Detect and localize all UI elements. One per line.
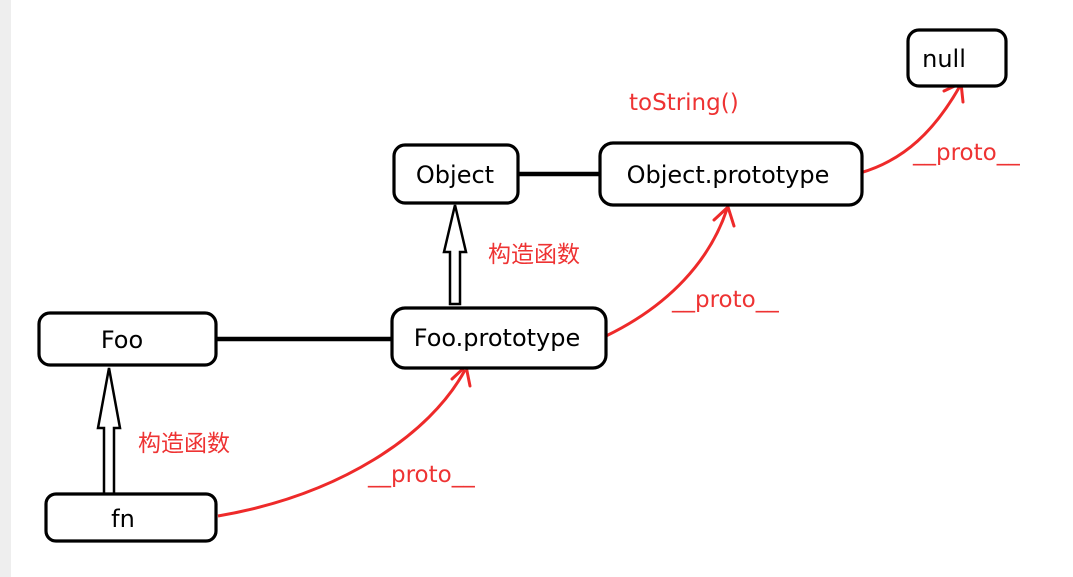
constructor-label-object: 构造函数	[488, 242, 580, 268]
constructor-arrow-fn-to-foo	[96, 367, 122, 496]
node-foo-label: Foo	[101, 326, 143, 354]
proto-arrowhead-object-prototype	[712, 204, 736, 228]
proto-label-fn-to-foo: __proto__	[367, 462, 475, 488]
proto-label-object-to-null: __proto__	[912, 140, 1020, 166]
node-fn-box	[44, 492, 218, 543]
node-foo-prototype-box	[390, 306, 608, 370]
node-foo: Foo	[37, 311, 218, 367]
node-object-box	[392, 143, 520, 205]
node-object: Object	[392, 143, 520, 205]
to-string-label: toString()	[629, 90, 739, 116]
node-foo-prototype-label: Foo.prototype	[414, 324, 581, 352]
node-fn: fn	[44, 492, 218, 543]
proto-curve-foo-prototype-to-object-prototype	[605, 208, 729, 338]
node-object-label: Object	[416, 161, 494, 189]
proto-curve-object-prototype-to-null	[859, 85, 962, 175]
node-foo-box	[37, 311, 218, 367]
left-edge-strip	[0, 0, 11, 577]
node-fn-label: fn	[111, 505, 135, 533]
proto-curve-fn-to-foo-prototype	[217, 369, 467, 518]
node-object-prototype-label: Object.prototype	[627, 161, 830, 189]
node-foo-prototype: Foo.prototype	[390, 306, 608, 370]
node-object-prototype: Object.prototype	[598, 141, 864, 207]
constructor-arrow-foo-prototype-to-object	[442, 204, 468, 306]
node-null-box	[906, 28, 1008, 88]
constructor-label-foo: 构造函数	[138, 431, 230, 457]
node-object-prototype-box	[598, 141, 864, 207]
node-null-label: null	[922, 45, 966, 73]
proto-label-foo-to-object: __proto__	[671, 287, 779, 313]
node-null: null	[906, 28, 1008, 88]
